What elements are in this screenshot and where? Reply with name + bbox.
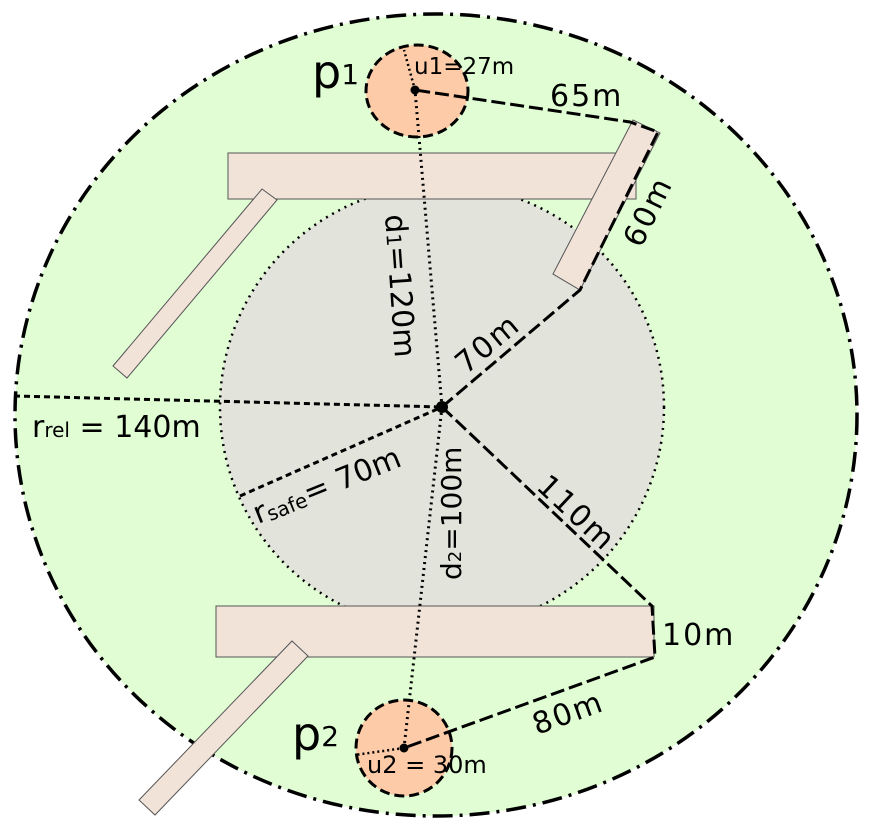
- p1-subscript: 1: [341, 58, 359, 91]
- p2-label: p2: [292, 707, 339, 761]
- p1-label: p1: [312, 45, 359, 99]
- r-rel-subscript: rel: [44, 418, 70, 442]
- building-top: [227, 152, 637, 200]
- path-to-p2: [403, 405, 657, 750]
- p2-letter: p: [292, 707, 321, 761]
- u1-radius-line: [402, 49, 417, 91]
- r-rel-value: = 140m: [70, 410, 201, 445]
- rel-radius-line: [13, 394, 443, 409]
- building-bottom: [215, 605, 655, 658]
- d1-label: d1=120m: [377, 213, 422, 358]
- seg-10-label: 10m: [662, 618, 735, 653]
- r-rel-letter: r: [32, 410, 45, 445]
- p1-point: [410, 85, 420, 95]
- d2-label: d2=100m: [435, 447, 468, 580]
- path-to-p1: [414, 88, 661, 409]
- p1-letter: p: [312, 45, 341, 99]
- d1-value: =120m: [379, 245, 422, 359]
- d1-letter: d: [377, 213, 413, 234]
- building-left-wing: [112, 188, 278, 379]
- p2-point: [399, 743, 409, 753]
- u2-label: u2 = 30m: [367, 751, 487, 779]
- d2-subscript: 2: [445, 551, 466, 562]
- center-point: [436, 401, 448, 413]
- seg-65-label: 65m: [550, 79, 623, 114]
- d2-value: =100m: [435, 447, 468, 551]
- d1-subscript: 1: [381, 233, 406, 247]
- safe-radius-line: [239, 405, 443, 498]
- building-bottom-left-wing: [138, 640, 309, 816]
- d1-line: [413, 89, 444, 408]
- d2-letter: d: [435, 562, 468, 580]
- u1-label: u1=27m: [414, 54, 514, 80]
- r-rel-label: rrel = 140m: [32, 410, 201, 445]
- p2-subscript: 2: [321, 720, 339, 753]
- u2-radius-line: [354, 746, 405, 757]
